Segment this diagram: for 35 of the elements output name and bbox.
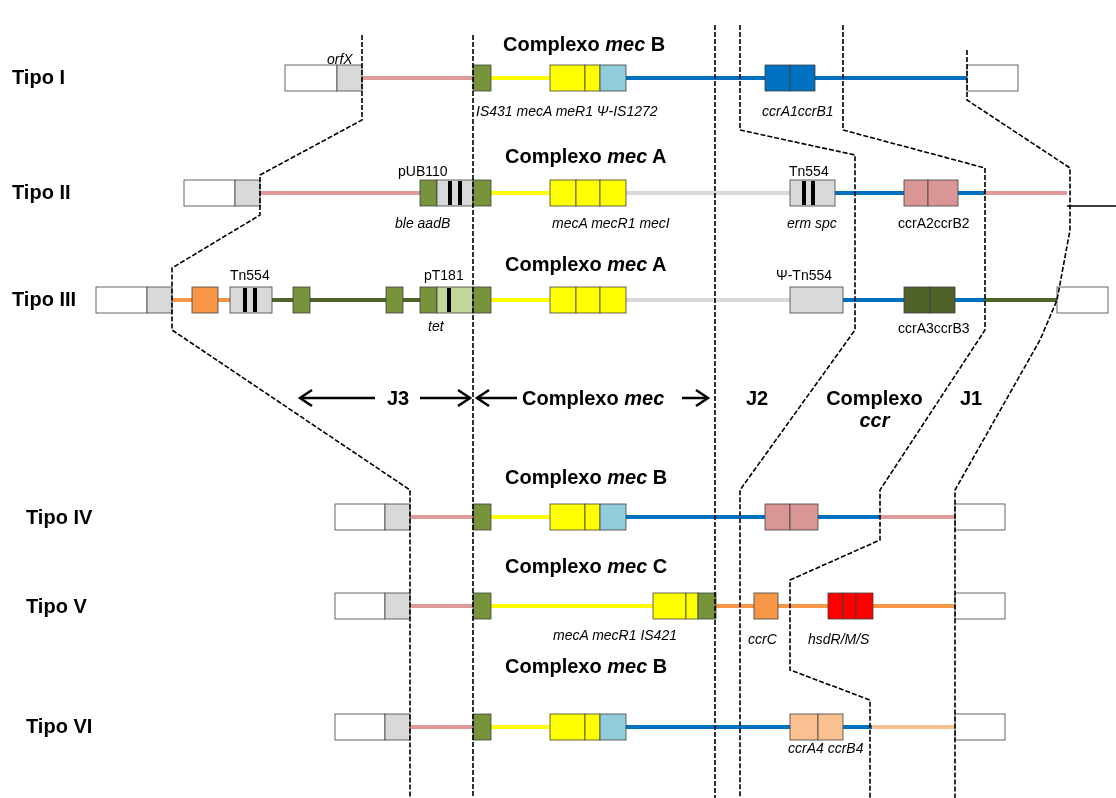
element-label: pUB110 [398, 164, 448, 180]
complex-label: Complexo mec B [503, 33, 666, 55]
gene-label: mecA mecR1 IS421 [553, 628, 677, 644]
complex-label: Complexo mec C [505, 555, 668, 577]
complex-label: Complexo mec A [505, 253, 667, 275]
element-label: Ψ-Tn554 [776, 268, 833, 284]
element-label: Tn554 [230, 268, 270, 284]
gene-label: erm spc [787, 216, 837, 232]
gene-label: ccrA1ccrB1 [762, 104, 834, 120]
region-label: Complexo mec [522, 387, 665, 409]
row-label: Tipo III [12, 288, 77, 310]
row-label: Tipo II [12, 181, 71, 203]
gene-label: hsdR/M/S [808, 632, 870, 648]
gene-label: ccrA2ccrB2 [898, 216, 970, 232]
element-label: Tn554 [789, 164, 829, 180]
region-label: J1 [960, 387, 983, 409]
complex-label: Complexo mec B [505, 655, 668, 677]
gene-label: ble aadB [395, 216, 451, 232]
complex-label: Complexo mec B [505, 466, 668, 488]
region-label: J3 [387, 387, 410, 409]
complex-label: Complexo mec A [505, 145, 667, 167]
row-label: Tipo VI [26, 715, 93, 737]
row-label: Tipo I [12, 66, 65, 88]
gene-label: tet [428, 319, 444, 335]
region-label: J2 [746, 387, 769, 409]
gene-label: ccrA4 ccrB4 [788, 741, 864, 757]
gene-label: IS431 mecA meR1 Ψ-IS1272 [476, 104, 658, 120]
gene-label: ccrC [748, 632, 777, 648]
gene-label: orfX [327, 52, 353, 68]
gene-label: ccrA3ccrB3 [898, 321, 970, 337]
element-label: pT181 [424, 268, 464, 284]
row-label: Tipo IV [26, 506, 93, 528]
row-label: Tipo V [26, 595, 87, 617]
gene-label: mecA mecR1 mecI [552, 216, 670, 232]
region-label: Complexo ccr [825, 387, 924, 431]
